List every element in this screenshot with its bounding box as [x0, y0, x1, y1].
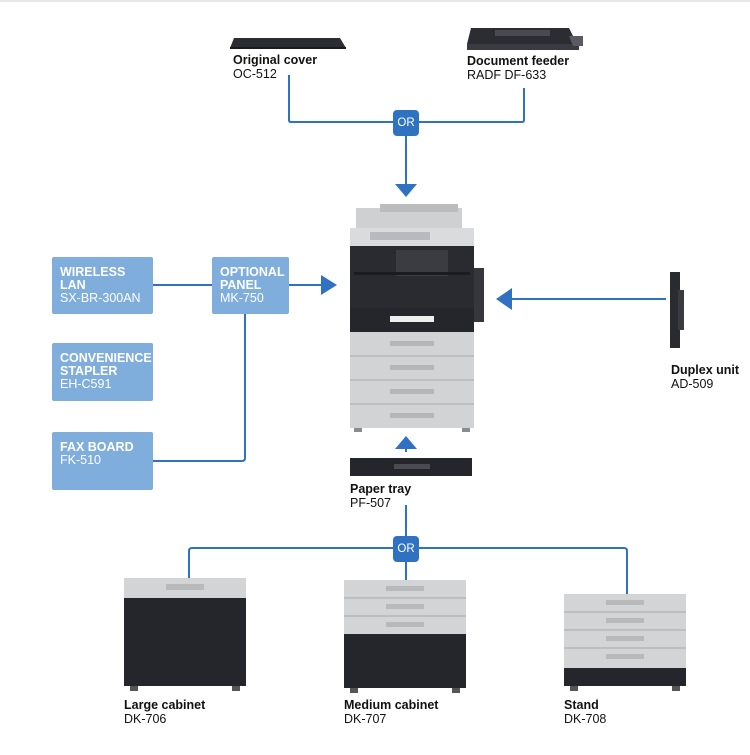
- wireless-lan-name: WIRELESS LAN: [60, 265, 126, 292]
- paper-tray-label: Paper tray PF-507: [350, 482, 411, 510]
- duplex-unit-label: Duplex unit AD-509: [671, 363, 739, 391]
- convenience-stapler-code: EH-C591: [60, 377, 112, 391]
- or-badge-bottom: OR: [393, 536, 419, 562]
- large-cabinet-code: DK-706: [124, 712, 167, 726]
- left-arrow-icon: [496, 288, 512, 310]
- stand-label: Stand DK-708: [564, 698, 606, 726]
- top-divider: [0, 0, 750, 2]
- document-feeder-code: RADF DF-633: [467, 68, 547, 82]
- wireless-lan-box: WIRELESS LAN SX-BR-300AN: [52, 257, 153, 314]
- stand-name: Stand: [564, 698, 599, 712]
- medium-cabinet-image: [344, 580, 466, 693]
- main-printer-image: [350, 204, 484, 432]
- fax-board-code: FK-510: [60, 453, 101, 467]
- up-arrow-icon: [395, 436, 417, 449]
- convenience-stapler-name-1: CONVENIENCE: [60, 351, 152, 365]
- paper-tray-code: PF-507: [350, 496, 391, 510]
- original-cover-code: OC-512: [233, 67, 277, 81]
- document-feeder-label: Document feeder RADF DF-633: [467, 54, 569, 82]
- duplex-unit-code: AD-509: [671, 377, 714, 391]
- paper-tray-image: [350, 458, 472, 476]
- wireless-lan-code: SX-BR-300AN: [60, 291, 141, 305]
- stand-code: DK-708: [564, 712, 607, 726]
- optional-panel-name-2: PANEL: [220, 278, 262, 292]
- fax-board-line: [153, 313, 246, 462]
- paper-tray-name: Paper tray: [350, 482, 412, 496]
- large-cabinet-label: Large cabinet DK-706: [124, 698, 205, 726]
- original-cover-name: Original cover: [233, 53, 318, 67]
- document-feeder-image: [467, 28, 583, 50]
- stand-image: [564, 594, 686, 691]
- medium-cabinet-code: DK-707: [344, 712, 387, 726]
- document-feeder-name: Document feeder: [467, 54, 570, 68]
- or-badge-top: OR: [393, 110, 419, 136]
- fax-board-box: FAX BOARD FK-510: [52, 432, 153, 490]
- optional-panel-name-1: OPTIONAL: [220, 265, 285, 279]
- convenience-stapler-box: CONVENIENCE STAPLER EH-C591: [52, 343, 153, 401]
- down-arrow-icon: [395, 184, 417, 197]
- optional-panel-box: OPTIONAL PANEL MK-750: [212, 257, 289, 314]
- large-cabinet-name: Large cabinet: [124, 698, 206, 712]
- duplex-unit-image: [670, 272, 684, 348]
- right-arrow-icon: [321, 275, 337, 295]
- original-cover-image: [230, 38, 346, 49]
- medium-cabinet-label: Medium cabinet DK-707: [344, 698, 438, 726]
- optional-panel-code: MK-750: [220, 291, 264, 305]
- convenience-stapler-name-2: STAPLER: [60, 364, 118, 378]
- medium-cabinet-name: Medium cabinet: [344, 698, 439, 712]
- large-cabinet-image: [124, 578, 246, 691]
- fax-board-name: FAX BOARD: [60, 440, 134, 454]
- duplex-unit-name: Duplex unit: [671, 363, 740, 377]
- original-cover-label: Original cover OC-512: [233, 53, 317, 81]
